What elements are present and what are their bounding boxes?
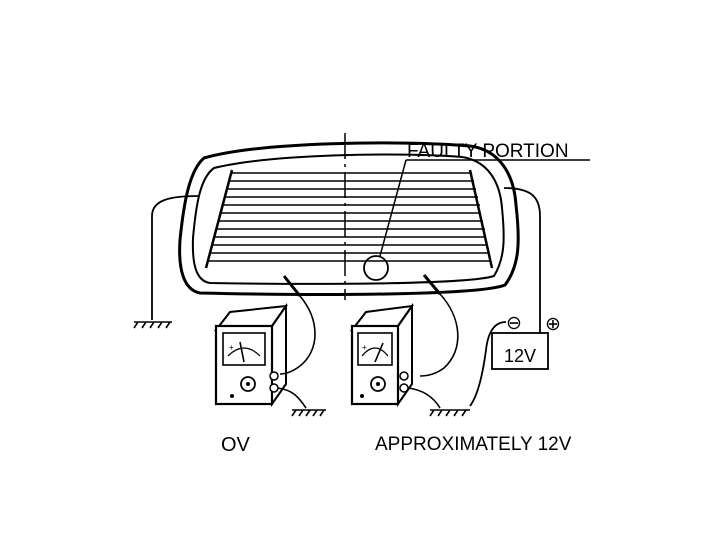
defogger-heater-grid [204,169,494,269]
right-voltmeter: + [349,302,441,409]
left-meter-terminal-icon [269,371,279,381]
left-ground-symbol [133,321,172,329]
battery-positive-icon: ⊕ [545,314,561,335]
svg-text:+: + [362,343,367,352]
battery: 12V ⊖ ⊕ [491,313,561,370]
right-meter-needle-icon [374,342,384,363]
right-meter-reading-label: APPROXIMATELY 12V [375,434,572,455]
left-meter-needle-icon [239,341,245,363]
battery-voltage-label: 12V [504,346,536,366]
right-meter-terminal-icon [399,383,409,393]
left-terminal-wire [151,195,199,320]
right-meter-dial [357,332,393,366]
right-meter-terminal-icon [399,371,409,381]
left-meter-terminal-icon [269,383,279,393]
left-meter-reading-label: OV [221,434,251,456]
right-meter-ground-symbol [429,409,470,417]
faulty-portion-leader [379,159,407,257]
faulty-portion-circle [363,255,389,281]
faulty-portion-label: FAULTY PORTION [407,141,569,162]
battery-negative-wire [469,321,507,407]
left-meter-ground-symbol [291,409,326,417]
right-terminal-wire [503,187,541,328]
rear-window-glass [178,141,520,296]
left-voltmeter: + [213,302,307,409]
battery-negative-icon: ⊖ [506,313,522,334]
svg-text:+: + [229,343,234,352]
right-probe [419,274,459,377]
